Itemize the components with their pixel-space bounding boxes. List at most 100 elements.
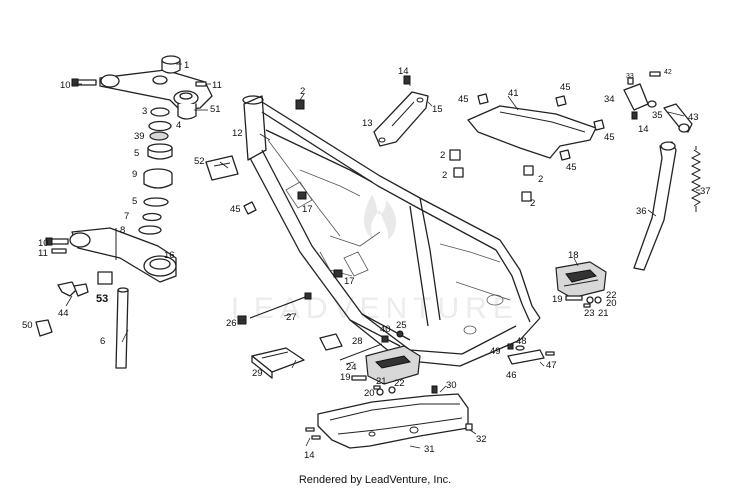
callout-22b: 22 xyxy=(394,378,405,389)
washer-35 xyxy=(647,100,657,108)
top-nut-1 xyxy=(161,55,181,74)
callout-44: 44 xyxy=(58,308,69,319)
callout-3: 3 xyxy=(142,106,147,117)
nut-2a xyxy=(295,99,305,110)
callout-10: 10 xyxy=(60,80,71,91)
callout-16: 16 xyxy=(164,250,175,261)
callout-51: 51 xyxy=(210,104,221,115)
callout-45e: 45 xyxy=(566,162,577,173)
callout-35: 35 xyxy=(652,110,663,121)
footrest-18 xyxy=(555,261,607,299)
callout-2a: 2 xyxy=(300,86,305,97)
callout-2e: 2 xyxy=(530,198,535,209)
callout-21a: 21 xyxy=(598,308,609,319)
callout-42: 42 xyxy=(664,69,672,76)
bolt-47 xyxy=(545,351,555,356)
bracket-28 xyxy=(319,333,343,351)
footer-credit: Rendered by LeadVenture, Inc. xyxy=(298,474,452,486)
bracket-52 xyxy=(205,155,239,181)
callout-15: 15 xyxy=(432,104,443,115)
callout-31: 31 xyxy=(424,444,435,455)
callout-17b: 17 xyxy=(344,276,355,287)
callout-6: 6 xyxy=(100,336,105,347)
callout-4: 4 xyxy=(176,120,181,131)
callout-46: 46 xyxy=(506,370,517,381)
callout-labels: 1 10 11 3 4 51 39 5 9 5 7 8 16 10 11 53 … xyxy=(22,60,711,461)
callout-43: 43 xyxy=(688,112,699,123)
washer-48 xyxy=(515,345,525,351)
callout-36: 36 xyxy=(636,206,647,217)
clips-2 xyxy=(449,149,534,202)
steering-tube-6 xyxy=(115,287,129,369)
plate-29 xyxy=(251,347,305,379)
callout-10b: 10 xyxy=(38,238,49,249)
callout-30: 30 xyxy=(446,380,457,391)
callout-20b: 20 xyxy=(364,388,375,399)
callout-39: 39 xyxy=(134,131,145,142)
callout-45a: 45 xyxy=(230,204,241,215)
part-53 xyxy=(97,271,113,285)
callout-1: 1 xyxy=(184,60,189,71)
callout-19a: 19 xyxy=(552,294,563,305)
footrest-hardware-right xyxy=(565,295,602,308)
clip-17b xyxy=(333,269,343,278)
screw-11 xyxy=(195,81,207,87)
callout-14c: 14 xyxy=(304,450,315,461)
bolt-33 xyxy=(627,77,634,85)
clamp-bolt-10b xyxy=(45,237,69,254)
callout-17a: 17 xyxy=(302,204,313,215)
callout-11: 11 xyxy=(212,80,222,91)
screw-14a xyxy=(403,75,411,85)
callout-14a: 14 xyxy=(398,66,409,77)
bolt-42 xyxy=(649,71,661,77)
callout-33: 33 xyxy=(626,73,634,80)
nut-40 xyxy=(381,335,389,343)
clips-45 xyxy=(477,93,605,161)
side-stand-36 xyxy=(633,141,677,271)
nut-49 xyxy=(507,343,514,350)
skid-plate-31 xyxy=(317,393,469,449)
upper-triple-clamp xyxy=(99,69,213,120)
main-frame xyxy=(242,95,541,367)
callout-5b: 5 xyxy=(132,196,137,207)
bolt-27 xyxy=(249,292,312,319)
clip-17a xyxy=(297,191,307,200)
callout-28: 28 xyxy=(352,336,363,347)
callout-11b: 11 xyxy=(38,248,48,259)
callout-22a: 22 xyxy=(606,290,617,301)
bolt-30 xyxy=(431,385,438,394)
callout-5a: 5 xyxy=(134,148,139,159)
callout-37: 37 xyxy=(700,186,711,197)
bracket-34 xyxy=(623,83,649,111)
bolt-24 xyxy=(339,343,383,361)
bracket-46 xyxy=(507,349,545,365)
callout-53: 53 xyxy=(96,293,108,305)
watermark-logo xyxy=(363,195,397,240)
leader-lines xyxy=(65,63,700,449)
callout-19b: 19 xyxy=(340,372,351,383)
callout-29: 29 xyxy=(252,368,263,379)
callout-24: 24 xyxy=(346,362,357,373)
bracket-13 xyxy=(373,91,429,147)
callout-27: 27 xyxy=(286,312,297,323)
screws-14c xyxy=(305,427,321,440)
callout-13: 13 xyxy=(362,118,373,129)
lower-triple-clamp xyxy=(69,227,177,283)
callout-41: 41 xyxy=(508,88,519,99)
callout-48: 48 xyxy=(516,336,527,347)
callout-8: 8 xyxy=(120,225,125,236)
callout-47: 47 xyxy=(546,360,557,371)
callout-50: 50 xyxy=(22,320,33,331)
callout-40: 40 xyxy=(380,324,391,335)
spring-37 xyxy=(690,146,702,212)
footrest-left xyxy=(365,345,421,385)
callout-45d: 45 xyxy=(604,132,615,143)
arm-43 xyxy=(663,103,693,133)
callout-2c: 2 xyxy=(442,170,447,181)
clamp-bolt-10 xyxy=(71,78,97,87)
screw-32 xyxy=(465,423,473,431)
callout-18: 18 xyxy=(568,250,579,261)
callout-2b: 2 xyxy=(440,150,445,161)
callout-14b: 14 xyxy=(638,124,649,135)
